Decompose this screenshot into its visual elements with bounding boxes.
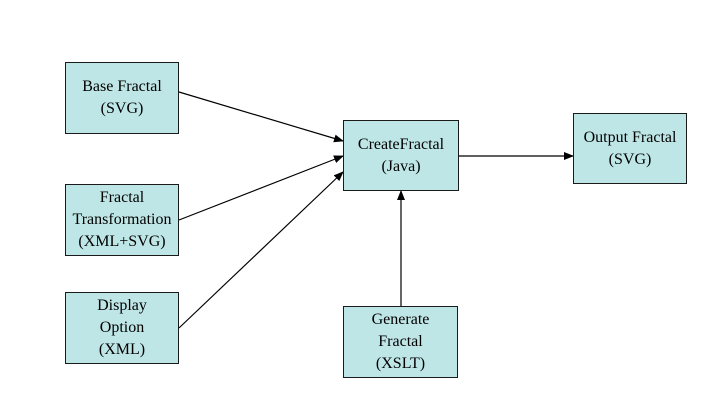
- node-base-fractal: Base Fractal (SVG): [65, 62, 179, 134]
- node-generate-fractal-line-3: (XSLT): [375, 355, 426, 372]
- node-display-option-line-2: Option: [99, 319, 145, 336]
- edge-base-to-create: [178, 91, 344, 143]
- node-create-fractal-line-1: CreateFractal: [357, 135, 445, 153]
- node-display-option-line-1: Display: [97, 297, 147, 314]
- node-base-fractal-line-2: (SVG): [100, 100, 144, 117]
- node-output-fractal-line-2: (SVG): [608, 150, 652, 168]
- edge-display-to-create: [178, 171, 344, 329]
- node-generate-fractal: Generate Fractal (XSLT): [343, 306, 458, 378]
- node-output-fractal-line-1: Output Fractal: [583, 128, 677, 146]
- node-display-option-line-3: (XML): [98, 341, 146, 358]
- node-generate-fractal-line-2: Fractal: [378, 333, 423, 350]
- node-base-fractal-line-1: Base Fractal: [82, 78, 162, 95]
- node-create-fractal: CreateFractal (Java): [343, 120, 459, 191]
- node-generate-fractal-line-1: Generate: [371, 311, 430, 328]
- node-create-fractal-line-2: (Java): [381, 157, 421, 175]
- node-display-option: Display Option (XML): [65, 292, 179, 364]
- edge-transform-to-create: [178, 155, 344, 221]
- node-fractal-transformation-line-1: Fractal: [99, 189, 145, 206]
- node-fractal-transformation: Fractal Transformation (XML+SVG): [65, 184, 179, 256]
- node-output-fractal: Output Fractal (SVG): [573, 113, 687, 184]
- node-fractal-transformation-line-2: Transformation: [72, 211, 172, 228]
- node-fractal-transformation-line-3: (XML+SVG): [78, 233, 166, 250]
